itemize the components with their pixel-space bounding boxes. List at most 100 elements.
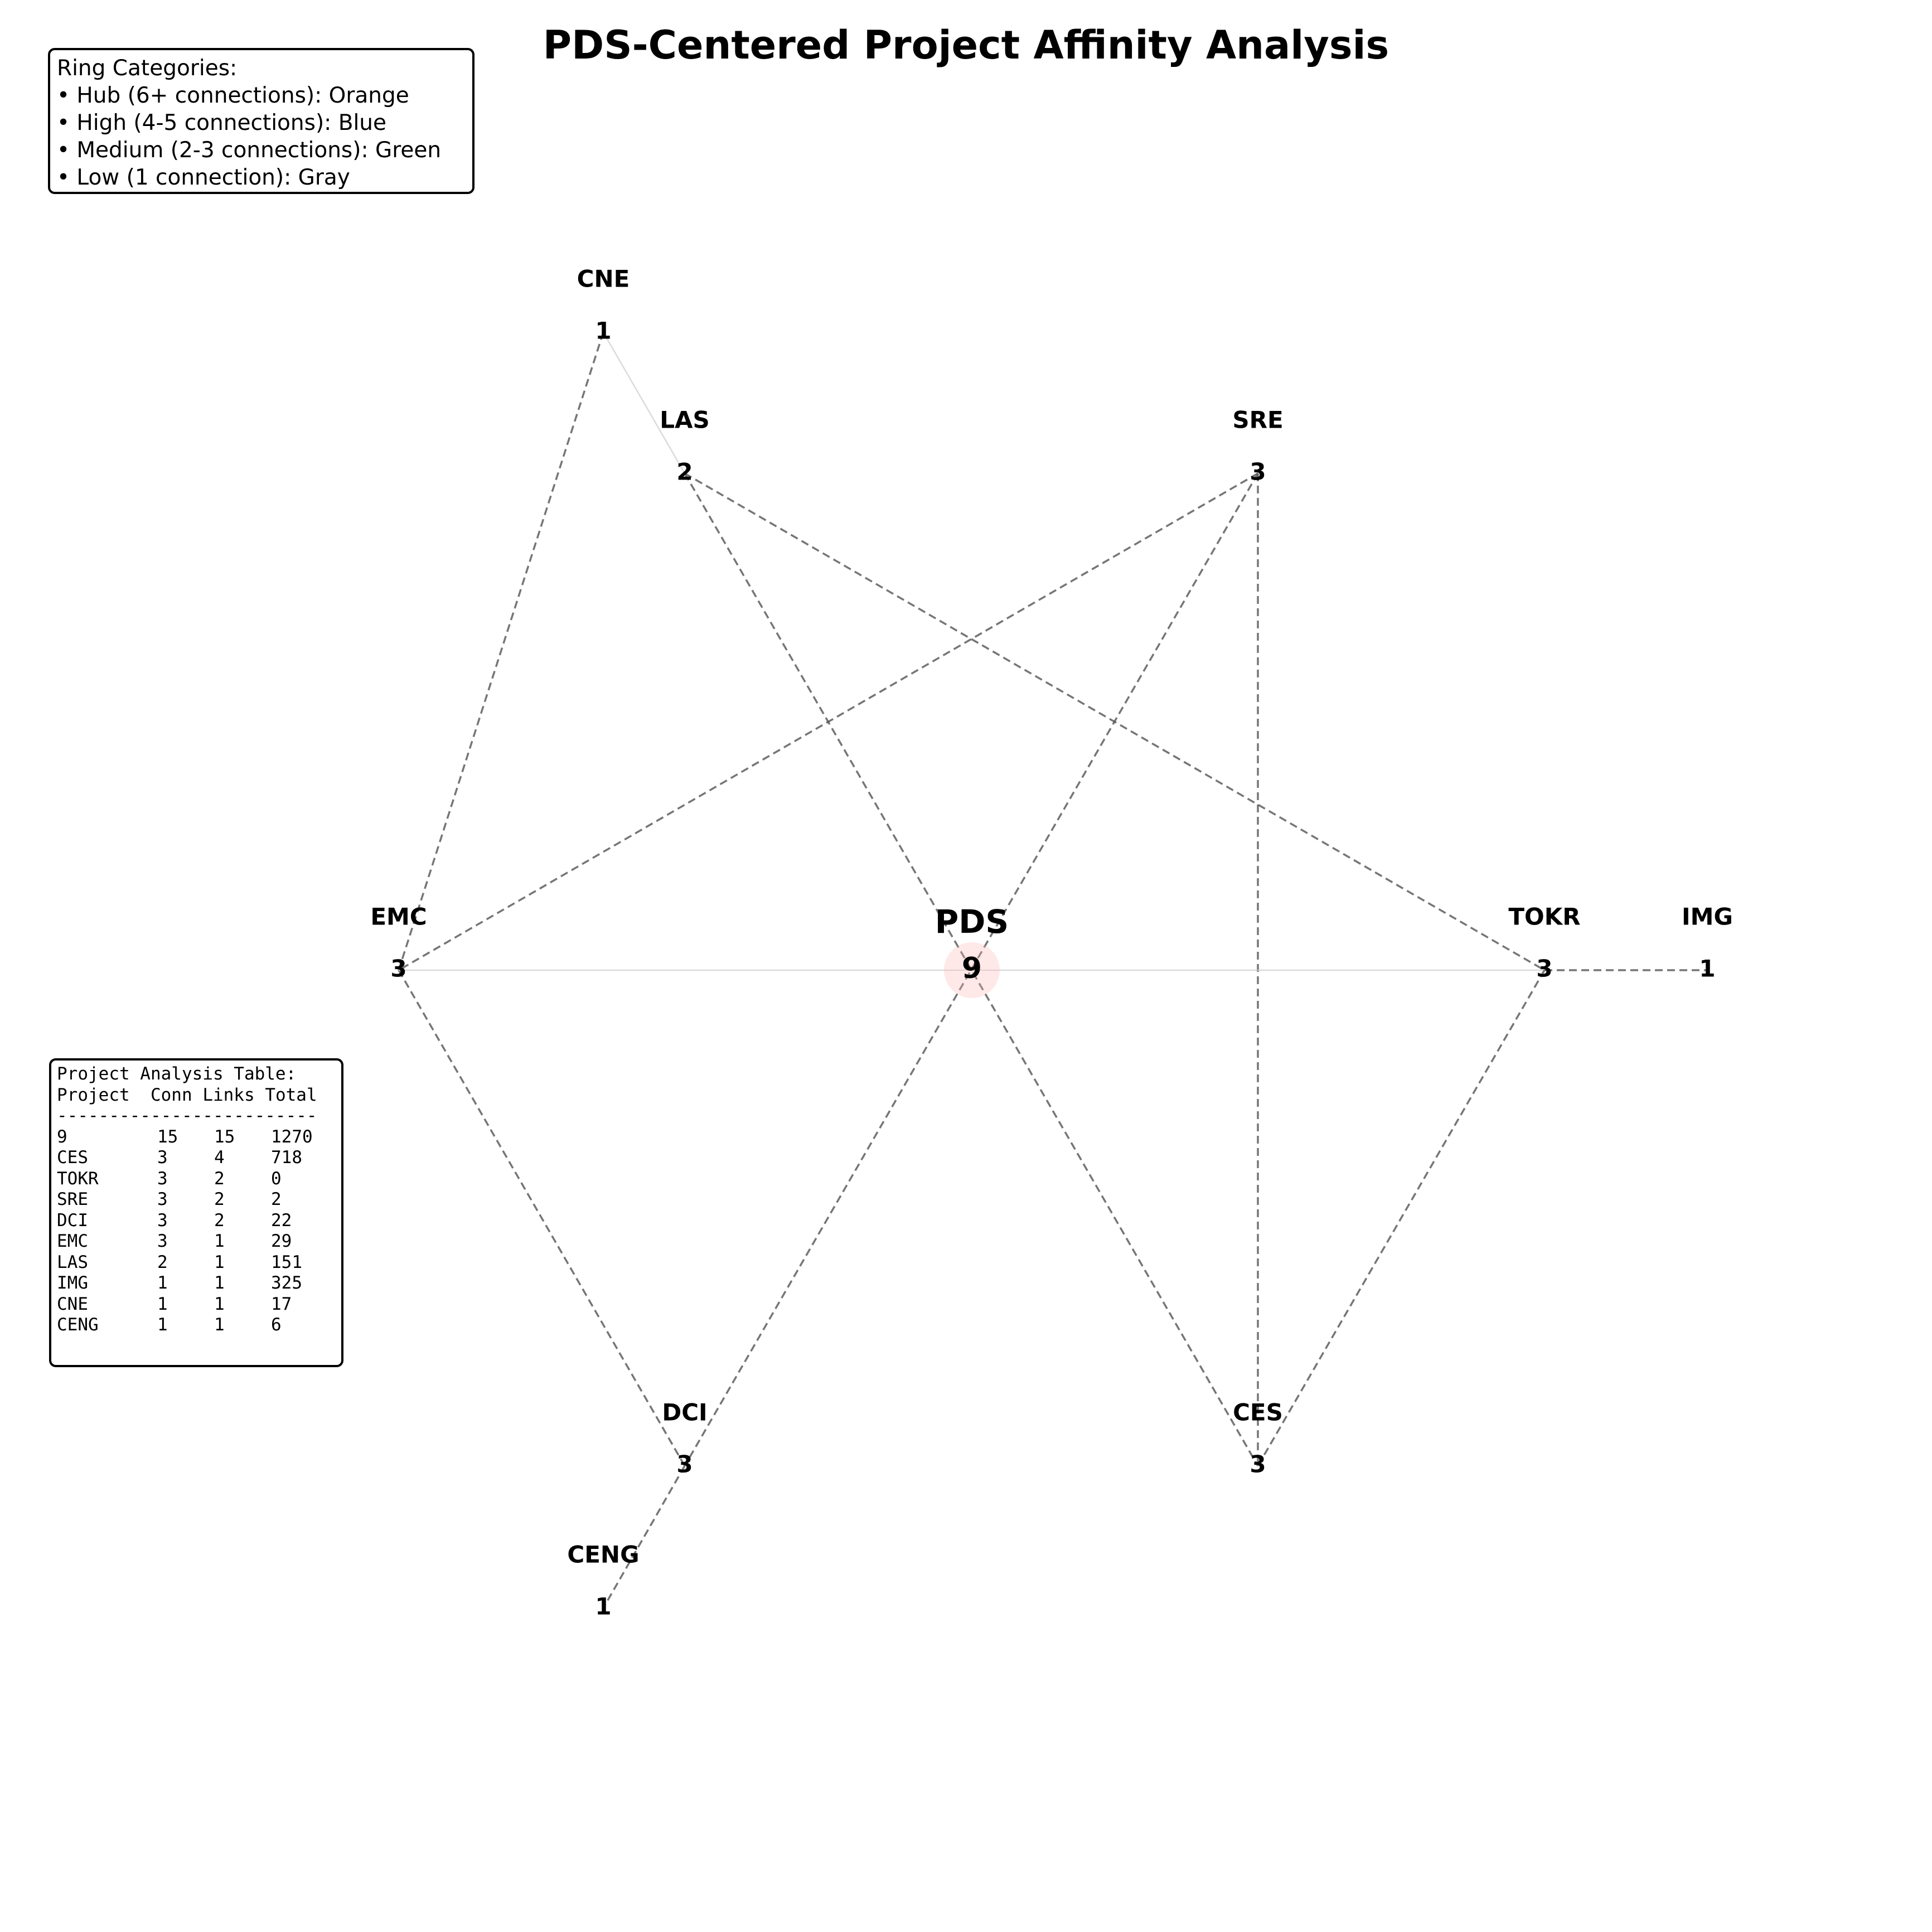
edge-layer: [398, 332, 1707, 1609]
table-cell-total: 325: [271, 1273, 302, 1293]
node-label: SRE: [1232, 406, 1283, 434]
table-cell-total: 2: [271, 1189, 282, 1209]
node-tokr: TOKR 3: [1508, 903, 1580, 982]
table-cell-conn: 3: [157, 1147, 168, 1168]
table-separator: -------------------------: [57, 1106, 317, 1126]
table-cell-project: DCI: [57, 1210, 88, 1231]
legend-item-low: • Low (1 connection): Gray: [57, 165, 350, 190]
table-cell-total: 151: [271, 1252, 302, 1272]
table-cell-total: 0: [271, 1168, 282, 1189]
node-count: 3: [1250, 458, 1266, 486]
table-header-row: Project Conn Links Total: [57, 1085, 336, 1106]
node-label: EMC: [370, 903, 427, 931]
node-count: 1: [595, 317, 611, 345]
node-label: TOKR: [1508, 903, 1580, 931]
node-label: LAS: [660, 406, 710, 434]
node-las: LAS 2: [660, 406, 710, 486]
table-header-project: Project: [57, 1084, 130, 1105]
node-label: IMG: [1682, 903, 1733, 931]
table-cell-links: 1: [214, 1273, 225, 1293]
center-node: PDS 9: [935, 903, 1009, 998]
table-cell-total: 1270: [271, 1126, 313, 1147]
project-analysis-table: Project Analysis Table:Project Conn Link…: [49, 1058, 343, 1367]
table-cell-links: 1: [214, 1315, 225, 1335]
table-cell-project: CES: [57, 1147, 88, 1168]
table-cell-links: 1: [214, 1252, 225, 1272]
table-cell-conn: 1: [157, 1273, 168, 1293]
edge-cne-emc: [398, 332, 604, 971]
table-row: EMC 3 1 29: [57, 1231, 336, 1252]
node-emc: EMC 3: [370, 903, 427, 982]
center-node-count: 9: [962, 952, 982, 985]
node-label: CNE: [577, 265, 630, 293]
node-label: CES: [1233, 1399, 1283, 1426]
table-cell-conn: 1: [157, 1294, 168, 1314]
table-cell-links: 1: [214, 1231, 225, 1251]
table-cell-project: SRE: [57, 1189, 88, 1209]
node-sre: SRE 3: [1232, 406, 1283, 486]
edge-sre-dci: [684, 473, 1259, 1466]
node-count: 3: [676, 1451, 693, 1478]
table-cell-total: 29: [271, 1231, 292, 1251]
legend-item-hub: • Hub (6+ connections): Orange: [57, 83, 409, 108]
table-cell-conn: 3: [157, 1168, 168, 1189]
table-cell-project: TOKR: [57, 1168, 99, 1189]
table-heading: Project Analysis Table:: [57, 1064, 297, 1084]
table-row: CENG 1 1 6: [57, 1315, 336, 1336]
edge-tokr-ces: [1257, 970, 1546, 1466]
node-count: 3: [390, 955, 406, 982]
table-cell-project: EMC: [57, 1231, 88, 1251]
node-cne: CNE 1: [577, 265, 630, 345]
table-cell-project: IMG: [57, 1273, 88, 1293]
table-cell-conn: 3: [157, 1210, 168, 1231]
table-cell-total: 6: [271, 1315, 282, 1335]
node-dci: DCI 3: [662, 1399, 707, 1478]
node-count: 3: [1250, 1451, 1266, 1478]
table-cell-links: 2: [214, 1168, 225, 1189]
table-cell-conn: 3: [157, 1231, 168, 1251]
node-count: 3: [1536, 955, 1552, 982]
table-row: IMG 1 1 325: [57, 1273, 336, 1294]
page-title: PDS-Centered Project Affinity Analysis: [543, 22, 1389, 68]
table-cell-links: 15: [214, 1126, 235, 1147]
center-node-circle: [944, 942, 1000, 998]
node-count: 1: [1699, 955, 1715, 982]
node-label: DCI: [662, 1399, 707, 1426]
edge-emc-dci: [398, 970, 686, 1466]
table-cell-conn: 2: [157, 1252, 168, 1272]
table-cell-conn: 1: [157, 1315, 168, 1335]
node-count: 1: [595, 1593, 611, 1620]
edge-dci-ceng: [602, 1465, 686, 1609]
table-row: 9 15 15 1270: [57, 1127, 336, 1148]
table-header-total: Total: [265, 1084, 317, 1105]
table-cell-total: 718: [271, 1147, 302, 1168]
table-cell-project: 9: [57, 1126, 67, 1147]
table-cell-project: CENG: [57, 1315, 99, 1335]
table-cell-links: 4: [214, 1147, 225, 1168]
table-cell-links: 2: [214, 1210, 225, 1231]
table-cell-conn: 15: [157, 1126, 178, 1147]
table-cell-total: 17: [271, 1294, 292, 1314]
node-img: IMG 1: [1682, 903, 1733, 982]
edge-sre-emc: [398, 472, 1258, 971]
table-cell-links: 1: [214, 1294, 225, 1314]
legend-box: Ring Categories:• Hub (6+ connections): …: [48, 48, 474, 194]
node-ces: CES 3: [1233, 1399, 1283, 1478]
node-count: 2: [676, 458, 693, 486]
table-row: CES 3 4 718: [57, 1147, 336, 1169]
legend-heading: Ring Categories:: [57, 56, 238, 81]
table-header-conn: Conn: [150, 1084, 192, 1105]
edge-cne-las: [602, 332, 686, 474]
legend-item-medium: • Medium (2-3 connections): Green: [57, 138, 442, 163]
edge-las-ces: [684, 473, 1259, 1466]
center-node-label: PDS: [935, 903, 1009, 941]
table-cell-total: 22: [271, 1210, 292, 1231]
